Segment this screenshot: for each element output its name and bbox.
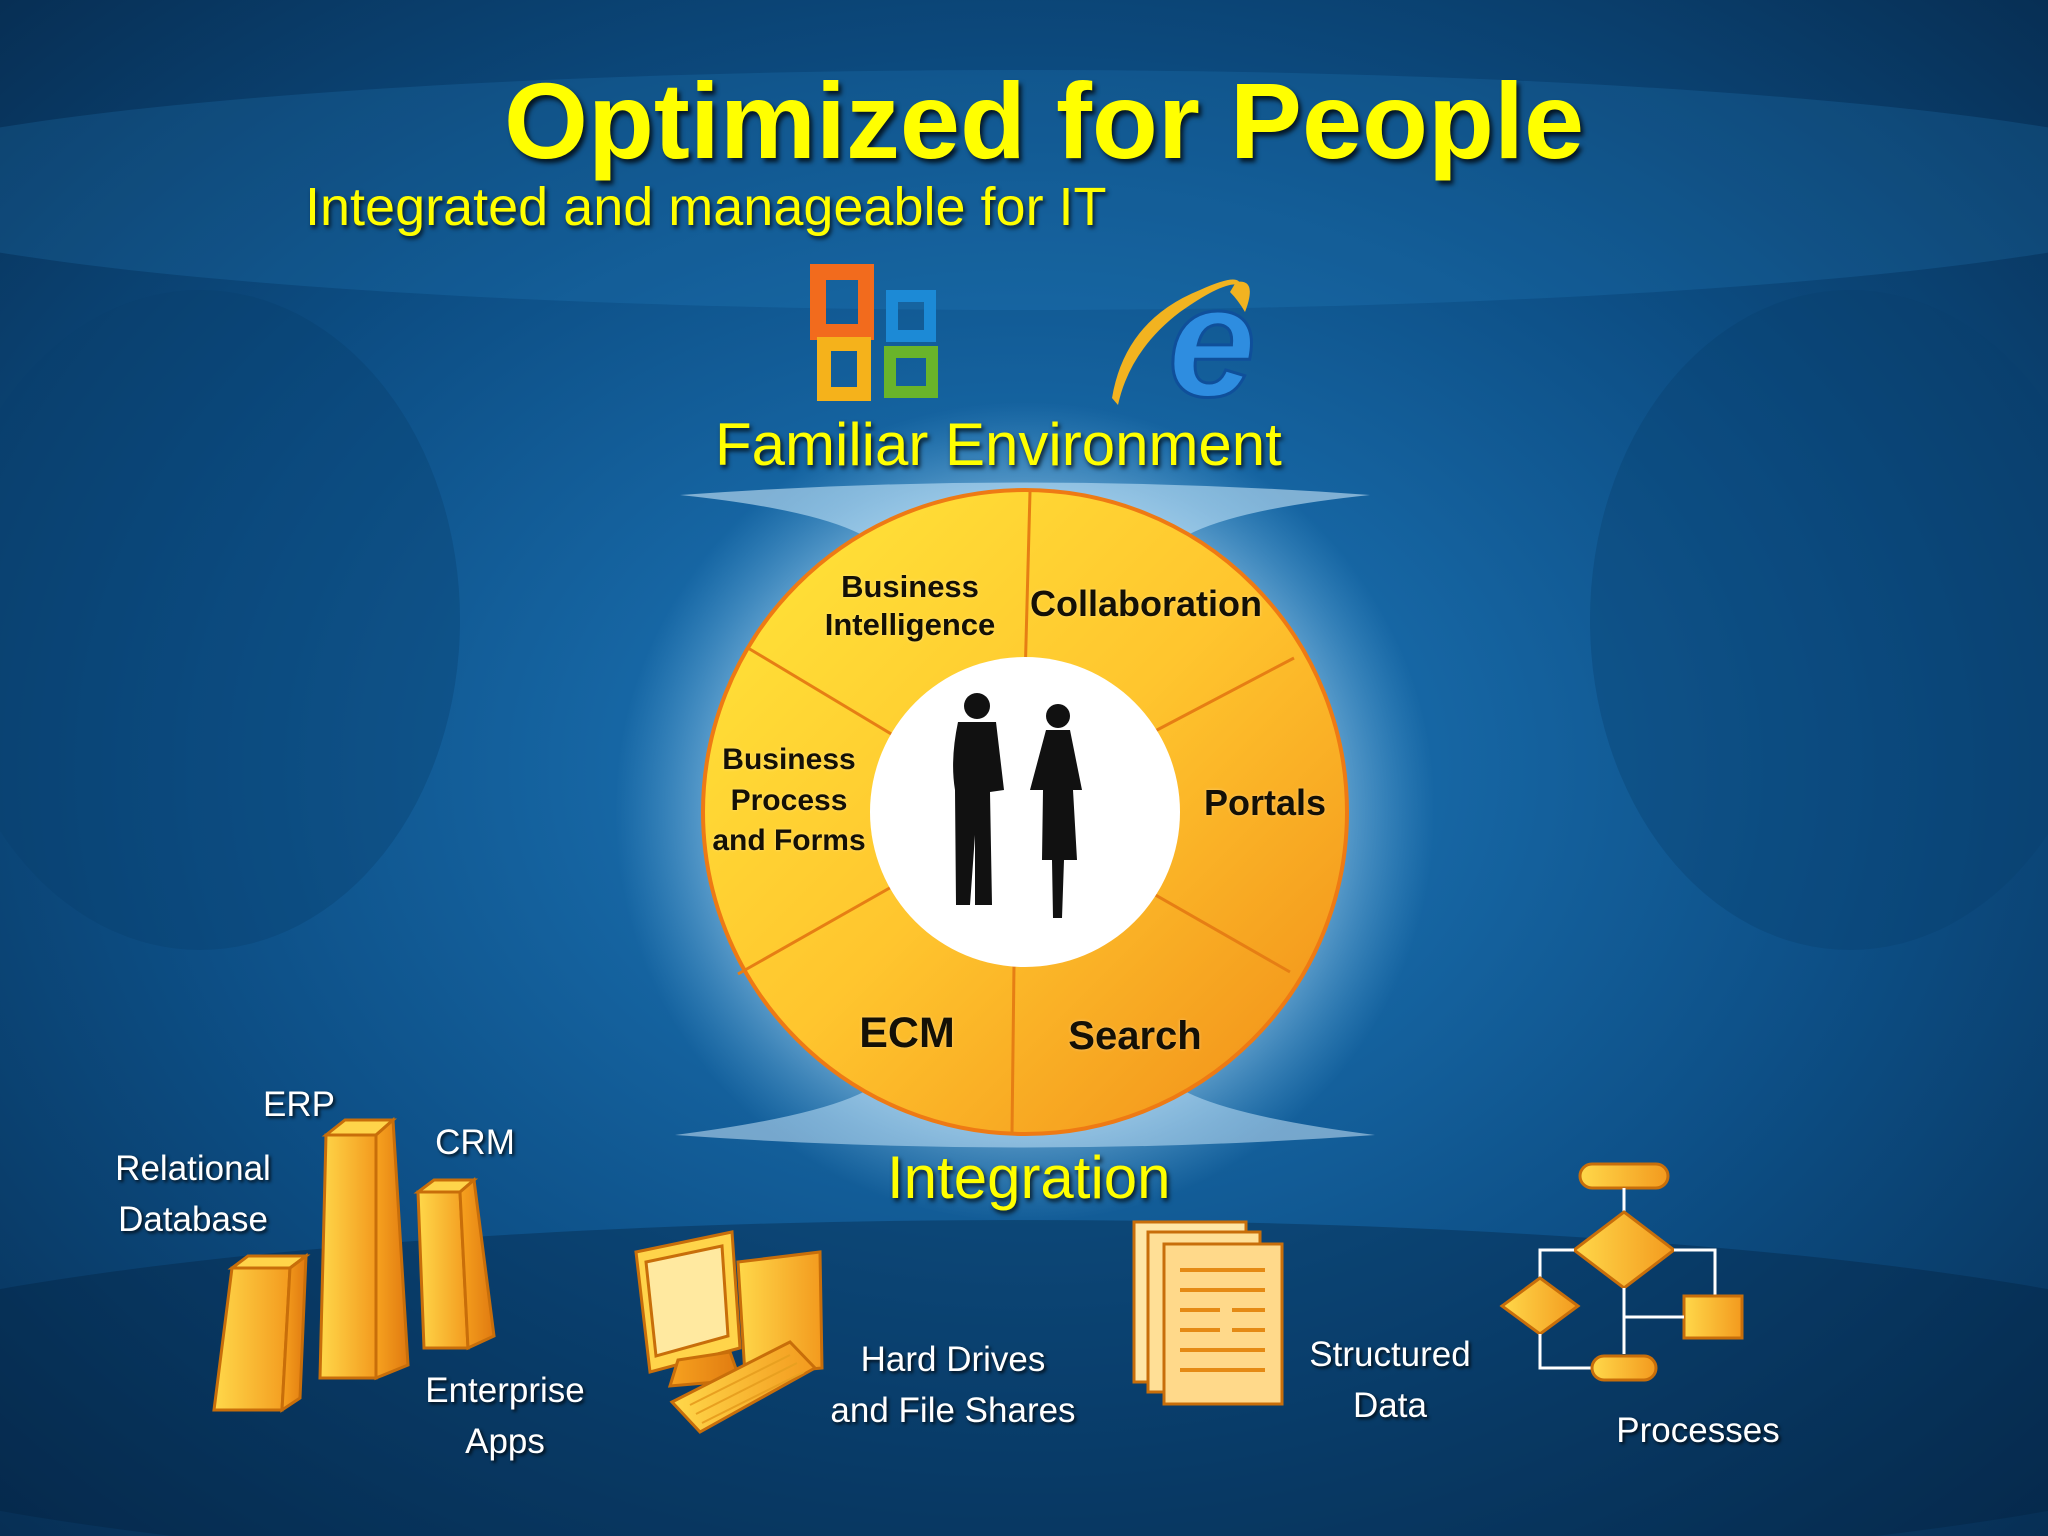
segment-search: Search [1068, 1014, 1202, 1058]
processes-label: Processes [1616, 1411, 1780, 1450]
people-silhouette-icon [953, 693, 1082, 918]
slide-title: Optimized for People [503, 60, 1585, 181]
crm-label: CRM [435, 1123, 515, 1162]
familiar-environment-label: Familiar Environment [715, 411, 1282, 478]
internet-explorer-icon: e [1112, 253, 1257, 432]
integration-label: Integration [887, 1144, 1171, 1211]
server-towers-icon [212, 1116, 496, 1413]
office-logo-icon [810, 264, 938, 401]
segment-portals: Portals [1203, 782, 1327, 823]
erp-label: ERP [263, 1085, 335, 1124]
flowchart-icon [1499, 1162, 1744, 1382]
segment-collaboration: Collaboration [1030, 583, 1262, 624]
documents-icon [1132, 1220, 1284, 1406]
desktop-computer-icon [634, 1230, 824, 1434]
capability-wheel [701, 488, 1349, 1136]
slide-subtitle: Integrated and manageable for IT [305, 177, 1107, 237]
svg-text:e: e [1168, 254, 1256, 430]
segment-ecm: ECM [859, 1009, 955, 1057]
